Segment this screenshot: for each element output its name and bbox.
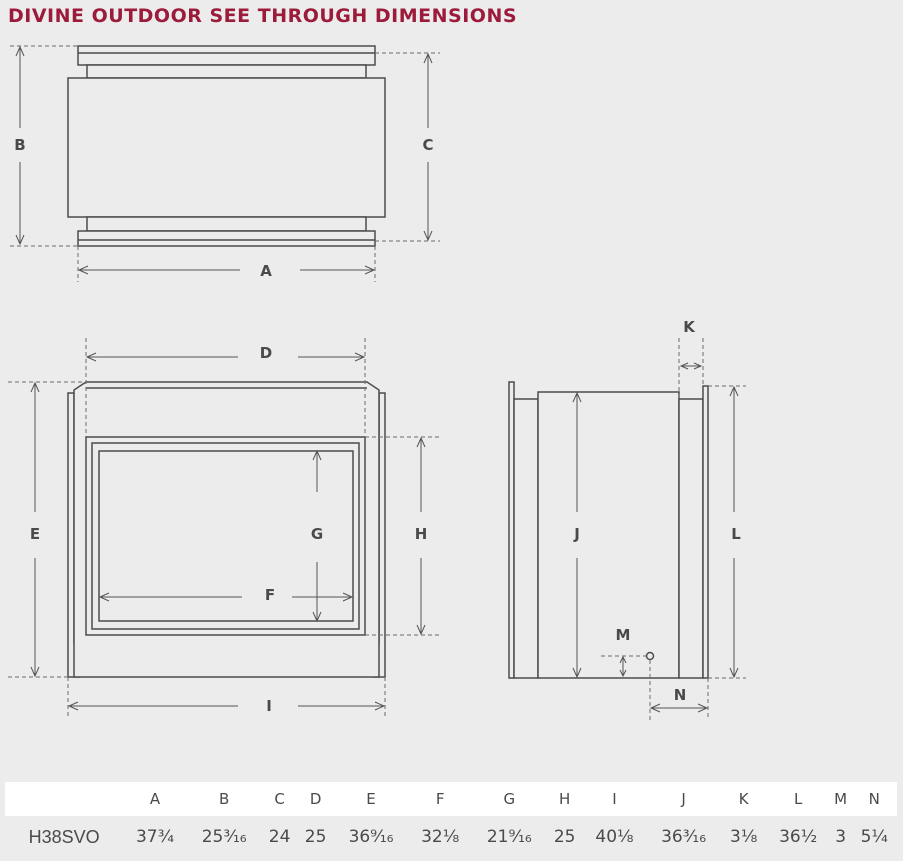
page-title: DIVINE OUTDOOR SEE THROUGH DIMENSIONS (8, 5, 518, 27)
column-header: F (408, 782, 472, 816)
bottom-collar (86, 216, 367, 232)
label-b: B (14, 136, 25, 154)
table-cell: 25 (304, 827, 327, 847)
table-header-blank (5, 782, 124, 816)
column-header: E (333, 782, 409, 816)
dimension-f: F (98, 586, 354, 604)
column-header: C (261, 782, 298, 816)
side-view (508, 381, 709, 679)
dimension-i: I (67, 677, 386, 718)
table-cell: 25 (553, 827, 576, 847)
label-n: N (674, 686, 687, 704)
table-cell: 36½ (779, 827, 818, 847)
label-e: E (30, 525, 40, 543)
dimension-j: J (572, 391, 582, 679)
label-f: F (265, 586, 275, 604)
table-header-row: A B C D E F G H I J K L M N (5, 782, 897, 816)
label-a: A (260, 262, 272, 280)
dimension-k: K (678, 318, 704, 399)
dimension-l: L (708, 385, 746, 679)
dimension-m: M (601, 626, 646, 678)
label-d: D (260, 344, 272, 362)
table-cell: 36⁹⁄₁₆ (348, 827, 394, 847)
dimension-b: B (10, 45, 78, 247)
table-cell: 36³⁄₁₆ (661, 827, 707, 847)
column-header: I (582, 782, 647, 816)
side-right-flange (702, 385, 709, 679)
top-view (67, 45, 386, 247)
side-right-panel (678, 398, 704, 679)
top-body (67, 77, 386, 218)
table-cell: 3⅛ (730, 827, 758, 847)
side-body (537, 391, 680, 679)
top-collar (86, 64, 367, 79)
label-h: H (415, 525, 428, 543)
viewing-area (98, 450, 354, 622)
dimension-c: C (375, 52, 440, 242)
column-header: L (766, 782, 830, 816)
model-name: H38SVO (28, 826, 100, 847)
dimensions-table: A B C D E F G H I J K L M N H38SVO 37¾ 2… (5, 782, 897, 858)
dimension-g: G (311, 449, 323, 623)
label-i: I (266, 697, 272, 715)
table-cell: 21⁹⁄₁₆ (486, 827, 532, 847)
dimension-e: E (8, 381, 86, 678)
table-cell: 5¼ (860, 827, 888, 847)
dimension-h: H (365, 436, 442, 636)
column-header: G (471, 782, 547, 816)
label-m: M (616, 626, 631, 644)
label-j: J (573, 525, 580, 543)
table-row: H38SVO 37¾ 25³⁄₁₆ 24 25 36⁹⁄₁₆ 32⅛ 21⁹⁄₁… (5, 816, 897, 858)
column-header: A (123, 782, 187, 816)
table-cell: 40⅛ (595, 827, 634, 847)
column-header: J (646, 782, 721, 816)
label-c: C (422, 136, 433, 154)
dimension-n: N (649, 660, 709, 720)
column-header: M (829, 782, 852, 816)
bottom-flange (77, 230, 376, 247)
front-view (67, 381, 386, 678)
table-cell: 24 (268, 827, 291, 847)
column-header: H (546, 782, 583, 816)
label-g: G (311, 525, 323, 543)
side-left-panel (513, 398, 539, 679)
column-header: B (186, 782, 262, 816)
dimension-d: D (85, 338, 366, 437)
table-cell: 3 (835, 827, 847, 847)
dimension-diagram: B C A D (8, 45, 746, 720)
label-l: L (731, 525, 741, 543)
top-flange (77, 45, 376, 66)
gas-connection-icon (645, 651, 655, 661)
column-header: D (297, 782, 334, 816)
column-header: K (720, 782, 767, 816)
dimension-a: A (77, 246, 376, 282)
table-cell: 37¾ (135, 827, 175, 847)
label-k: K (683, 318, 696, 336)
table-cell: 25³⁄₁₆ (201, 827, 247, 847)
column-header: N (851, 782, 897, 816)
table-cell: 32⅛ (421, 827, 460, 847)
